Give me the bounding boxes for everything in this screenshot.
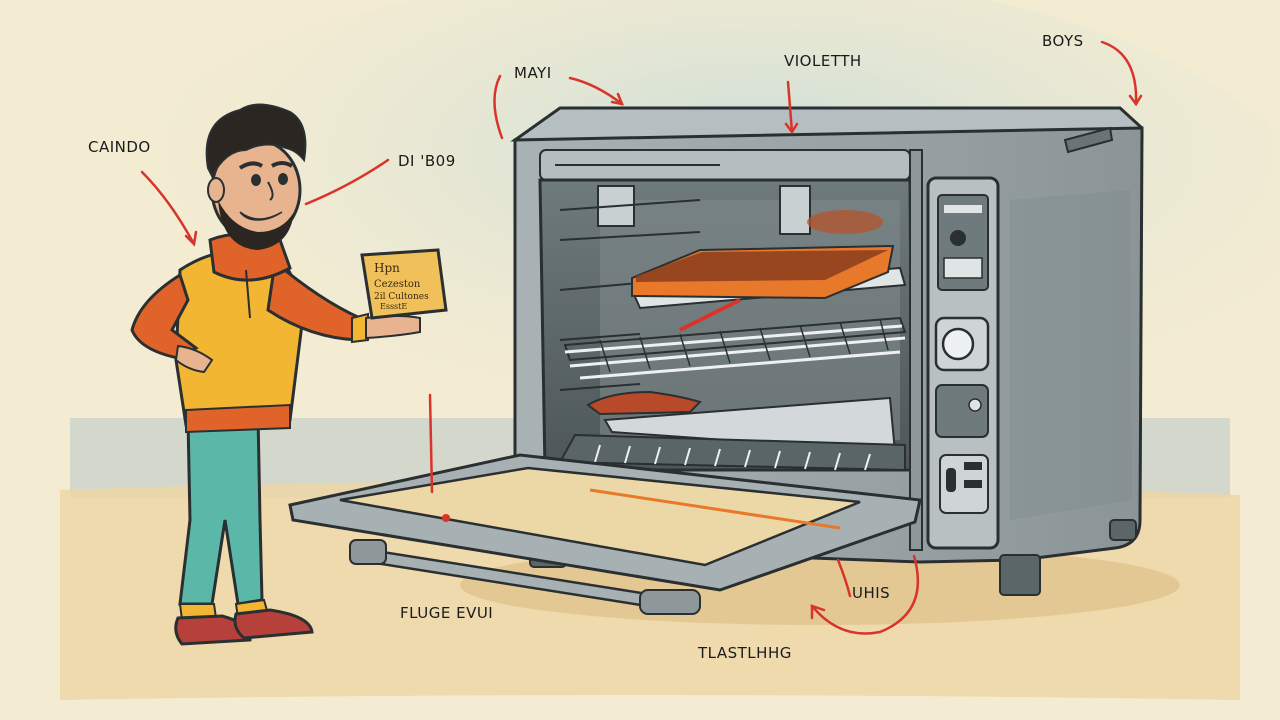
- man-character: [130, 103, 421, 646]
- eye-left: [251, 174, 261, 186]
- box-line-2: Cezeston: [374, 279, 421, 290]
- timer-display: [943, 257, 983, 279]
- arrow-mayi-right: [568, 76, 624, 106]
- sweater-hem: [185, 403, 291, 434]
- side-panel-shade: [1010, 190, 1132, 520]
- hair: [205, 103, 307, 179]
- food-box: Hpn Cezeston 2il Cultones EssstE: [360, 248, 448, 320]
- hinge-left: [349, 539, 387, 565]
- heat-streak: [679, 298, 741, 332]
- box-line-1: Hpn: [374, 261, 400, 275]
- food-on-tray: [586, 390, 702, 416]
- toaster-oven: [510, 106, 1144, 596]
- arrow-door: [428, 393, 434, 494]
- power-switch[interactable]: [946, 468, 956, 492]
- arrow-uhis: [810, 554, 920, 635]
- annotation-arrows: [140, 40, 1143, 635]
- smile: [239, 211, 283, 221]
- jeans: [178, 413, 264, 606]
- control-panel: [926, 176, 1000, 550]
- arrow-uhis-up: [836, 558, 852, 598]
- ear: [207, 177, 225, 203]
- door-glow-line: [589, 488, 841, 530]
- hood-string: [245, 269, 251, 319]
- side-rails: [559, 199, 701, 391]
- indicator-a: [964, 462, 982, 470]
- label-fluge-evui: FLUGE EVUI: [400, 604, 493, 622]
- hinge-right: [639, 589, 701, 615]
- eye-right: [278, 173, 288, 185]
- indicator-b: [964, 480, 982, 488]
- arrowhead-boys: [1128, 94, 1143, 107]
- burn-mark: [807, 210, 883, 234]
- arrow-di-b09: [304, 158, 390, 206]
- box-line-3: 2il Cultones: [374, 292, 429, 302]
- arrow-mayi-down: [493, 74, 504, 140]
- beard: [218, 200, 294, 250]
- lower-tray: [586, 390, 897, 454]
- foot-front-right: [999, 554, 1041, 596]
- shoe-left: [174, 614, 252, 646]
- label-caindo: CAINDO: [88, 138, 151, 156]
- door-dot: [442, 514, 450, 522]
- arrowhead-violetth: [784, 122, 799, 135]
- eyebrow-right: [270, 161, 294, 168]
- eyebrow-left: [238, 161, 264, 170]
- label-mayi: MAYI: [514, 64, 552, 82]
- right-cuff: [351, 312, 369, 344]
- mode-dial[interactable]: [950, 230, 966, 246]
- left-hand: [174, 344, 214, 374]
- wire-rack: [563, 316, 907, 380]
- nose: [267, 181, 274, 201]
- label-uhis: UHIS: [852, 584, 890, 602]
- label-violetth: VIOLETTH: [784, 52, 862, 70]
- arrow-caindo: [140, 170, 196, 246]
- arrowhead-mayi: [610, 92, 625, 106]
- function-button[interactable]: [968, 398, 982, 412]
- arrow-boys: [1100, 40, 1138, 106]
- foot-back-right: [1109, 519, 1137, 541]
- display-strip: [944, 205, 982, 213]
- door-side-post: [909, 149, 923, 551]
- temperature-knob[interactable]: [941, 327, 975, 361]
- label-boys: BOYS: [1042, 32, 1084, 50]
- arrow-violetth: [786, 80, 794, 134]
- label-tlastlhhg: TLASTLHHG: [697, 644, 792, 662]
- heating-bracket-right: [779, 185, 811, 235]
- arrowhead-caindo: [184, 230, 198, 247]
- label-di-b09: DI 'B09: [398, 152, 456, 170]
- door-window-opening: [339, 466, 861, 567]
- function-panel: [935, 384, 989, 438]
- top-vent-slot: [1063, 126, 1114, 154]
- bottom-grille: [558, 433, 906, 472]
- open-oven-door[interactable]: [288, 453, 922, 615]
- arrowhead-uhis: [810, 604, 826, 620]
- box-line-4: EssstE: [380, 302, 407, 311]
- shoe-right: [233, 608, 314, 640]
- upper-tray: [630, 244, 907, 310]
